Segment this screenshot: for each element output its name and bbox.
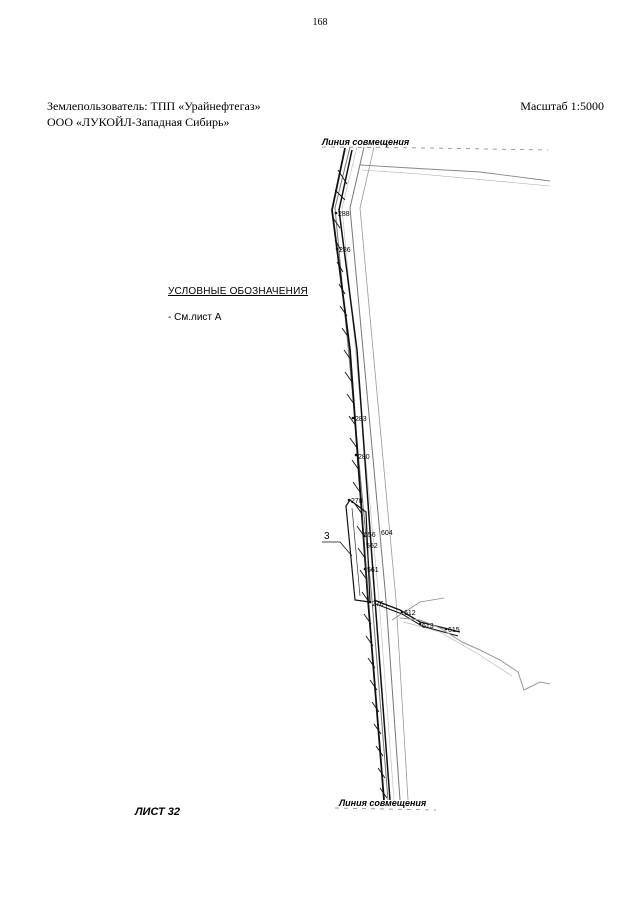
point-marker <box>347 498 351 502</box>
point-label-615: 615 <box>448 627 460 634</box>
point-label-276: 276 <box>372 601 384 608</box>
road-far-edge <box>359 146 409 801</box>
match-line-bottom-label: Линия совмещения <box>338 798 427 808</box>
pipeline-hatching <box>332 169 388 799</box>
point-label-280: 280 <box>358 454 370 461</box>
point-marker <box>400 610 404 614</box>
creek-line <box>399 617 551 691</box>
road-center-line <box>341 146 395 801</box>
point-label-604: 604 <box>381 530 393 537</box>
legend-item: - См.лист А <box>168 312 222 323</box>
point-marker <box>335 247 339 251</box>
point-label-283: 283 <box>355 416 367 423</box>
pipeline-left <box>331 147 385 801</box>
point-label-612: 612 <box>404 610 416 617</box>
organization-text: ООО «ЛУКОЙЛ-Западная Сибирь» <box>47 115 230 129</box>
point-marker <box>418 622 422 626</box>
point-label-562: 562 <box>366 543 378 550</box>
point-label-288: 288 <box>338 211 350 218</box>
creek-line-2 <box>403 621 513 677</box>
match-line-top-label: Линия совмещения <box>321 137 410 147</box>
callout-leader <box>322 541 353 557</box>
branch-east <box>373 599 461 633</box>
road-right-edge <box>349 146 401 801</box>
branch-loop-inner <box>351 507 369 597</box>
upper-boundary-line <box>359 164 551 182</box>
point-label-286: 286 <box>339 247 351 254</box>
point-label-556: 556 <box>364 532 376 539</box>
point-marker <box>334 211 338 215</box>
pipeline-right <box>338 149 391 801</box>
point-marker <box>444 627 448 631</box>
point-marker <box>363 567 367 571</box>
point-label-278: 278 <box>351 498 363 505</box>
upper-boundary-line-2 <box>361 169 551 187</box>
legend-title: УСЛОВНЫЕ ОБОЗНАЧЕНИЯ <box>168 286 308 297</box>
point-marker <box>368 600 372 604</box>
scale-text: Масштаб 1:5000 <box>520 99 604 113</box>
land-user-text: Землепользователь: ТПП «Урайнефтегаз» <box>47 99 261 113</box>
page-number: 168 <box>312 17 328 28</box>
point-markers <box>334 211 448 631</box>
bottom-boundary-dash <box>334 807 437 811</box>
point-label-561: 561 <box>367 567 379 574</box>
branch-loop <box>345 499 371 603</box>
top-boundary-dash <box>321 146 549 151</box>
point-marker <box>362 534 366 538</box>
branch-east-2 <box>375 603 459 637</box>
point-marker <box>354 453 358 457</box>
point-marker <box>351 416 355 420</box>
callout-number: 3 <box>324 531 330 542</box>
point-label-613: 613 <box>422 623 434 630</box>
sheet-label: ЛИСТ 32 <box>135 806 181 818</box>
crossing-line <box>391 597 445 621</box>
